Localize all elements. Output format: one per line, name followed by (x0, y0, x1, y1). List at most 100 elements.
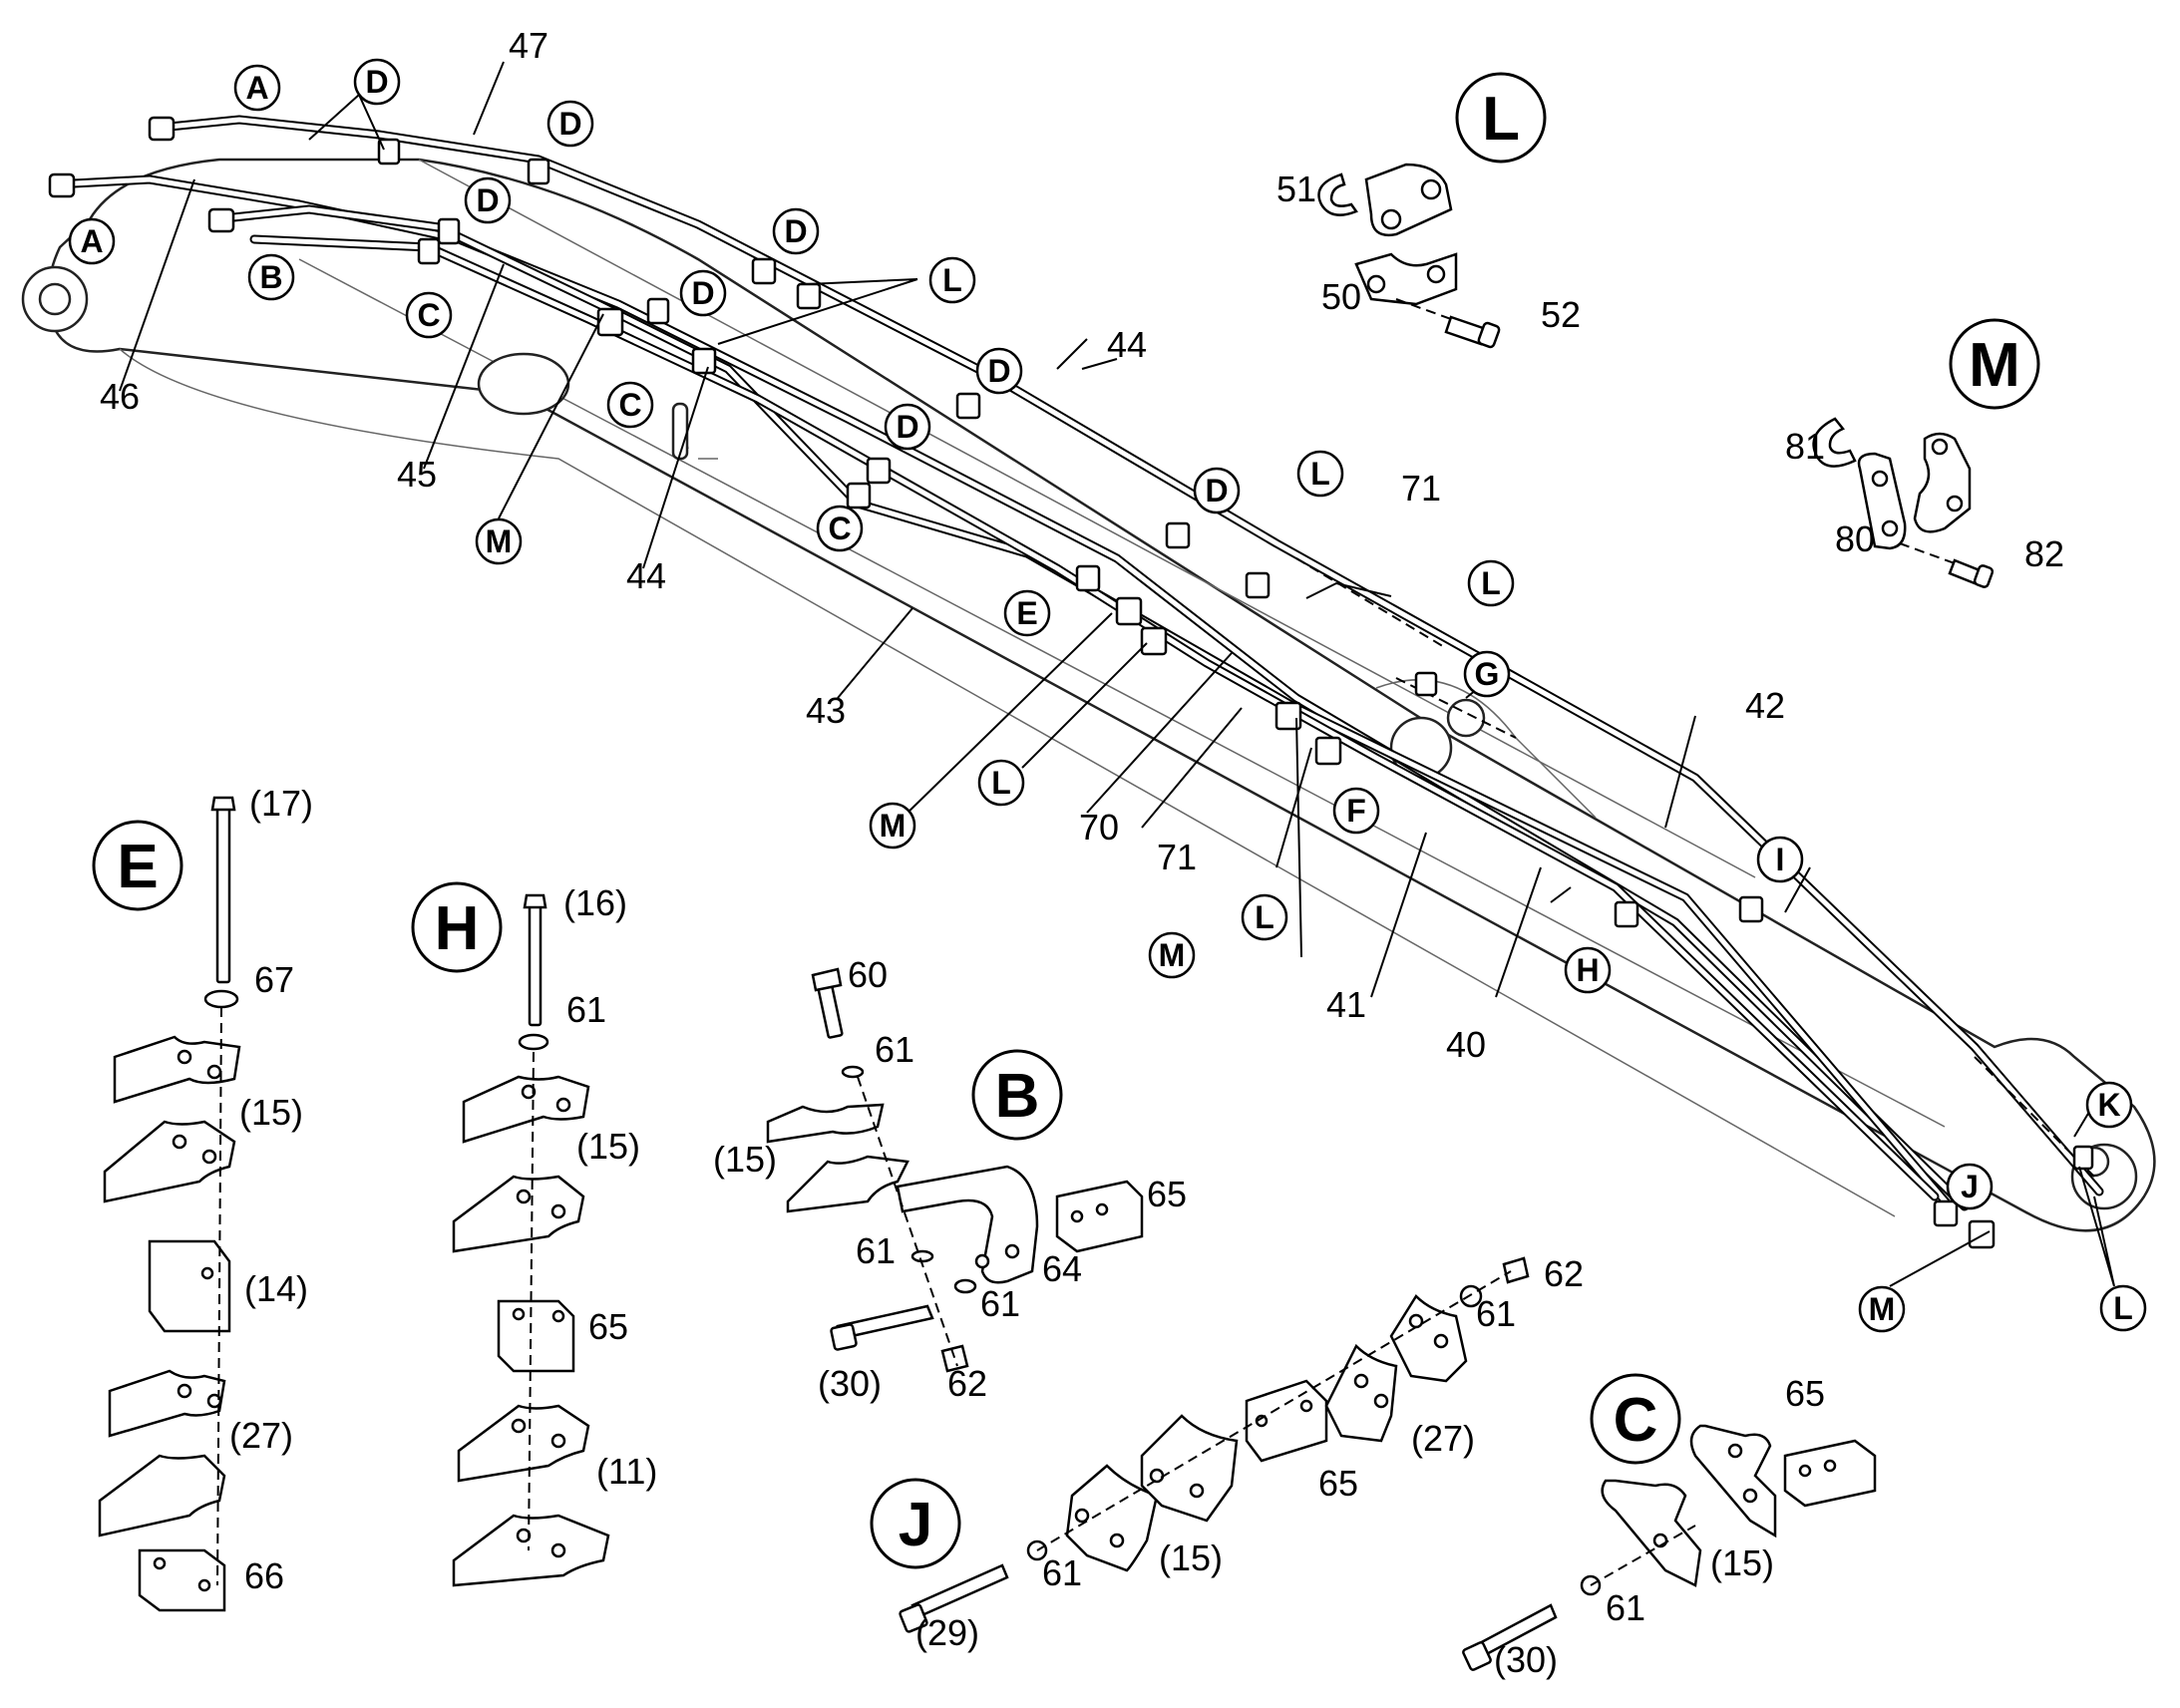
callout-letter: L (1255, 899, 1274, 935)
callout-d4: D (772, 207, 820, 255)
part-number-b60: 60 (848, 954, 888, 995)
detail-header-h: H (411, 881, 503, 973)
callout-a2: A (68, 217, 116, 265)
callout-h: H (1564, 946, 1612, 994)
part-number-h61: 61 (566, 989, 606, 1030)
callout-circle (977, 759, 1025, 807)
callout-letter: A (80, 223, 103, 259)
callout-letter: M (1869, 1291, 1896, 1327)
callout-letter: G (1475, 656, 1500, 692)
part-number-p80: 80 (1835, 518, 1875, 559)
callout-circle (1296, 450, 1344, 498)
part-number-p71b: 71 (1157, 837, 1197, 877)
callout-circle (679, 269, 727, 317)
callout-f: F (1332, 787, 1380, 835)
callout-l3: L (1467, 559, 1515, 607)
part-number-e14: (14) (244, 1268, 308, 1309)
callout-a1: A (233, 64, 281, 112)
callout-l1: L (928, 256, 976, 304)
part-number-h65: 65 (588, 1306, 628, 1347)
callout-circle (1193, 467, 1241, 514)
part-number-p47: 47 (509, 25, 548, 66)
callout-circle (233, 64, 281, 112)
callout-j: J (1946, 1163, 1994, 1210)
callout-b: B (247, 253, 295, 301)
callout-circle (1756, 836, 1804, 883)
callout-circle (816, 505, 864, 552)
part-number-p52: 52 (1541, 294, 1581, 335)
callout-letter: D (1205, 473, 1228, 509)
detail-header-circle (870, 1478, 961, 1569)
detail-header-circle (1949, 318, 2040, 410)
part-number-p44a: 44 (1107, 324, 1147, 365)
callout-d3: D (464, 176, 512, 224)
detail-header-letter: J (899, 1491, 932, 1559)
part-number-b61b: 61 (856, 1230, 896, 1271)
callout-letter: D (691, 275, 714, 311)
callout-letter: L (2113, 1290, 2133, 1326)
callout-m1: M (475, 517, 523, 565)
callout-circle (869, 802, 916, 850)
callout-letter: L (942, 262, 962, 298)
part-number-p51: 51 (1276, 169, 1316, 209)
part-number-j61b: 61 (1042, 1552, 1082, 1593)
part-number-j27: (27) (1411, 1418, 1475, 1459)
detail-header-e: E (92, 820, 183, 911)
detail-c-assembly (1462, 1424, 1877, 1671)
detail-b-assembly (766, 967, 1144, 1373)
part-number-b64: 64 (1042, 1248, 1082, 1289)
callout-letter: L (991, 765, 1011, 801)
detail-header-circle (1590, 1373, 1681, 1465)
callout-circle (405, 291, 453, 339)
pipe-fittings (48, 116, 2094, 1249)
callout-circle (772, 207, 820, 255)
detail-header-letter: C (1614, 1386, 1658, 1455)
callout-l5: L (1241, 893, 1288, 941)
callout-letter: E (1016, 595, 1037, 631)
detail-headers: L M E H B J C (92, 72, 2040, 1569)
callout-d2: D (546, 100, 594, 148)
callout-i: I (1756, 836, 1804, 883)
detail-header-m: M (1949, 318, 2040, 410)
part-number-h15: (15) (576, 1126, 640, 1167)
callout-letter: C (417, 297, 440, 333)
part-number-p81: 81 (1785, 426, 1825, 467)
callout-letter: K (2097, 1087, 2120, 1123)
callout-circle (975, 347, 1023, 395)
callout-circle (928, 256, 976, 304)
detail-header-b: B (971, 1049, 1063, 1141)
part-number-p45: 45 (397, 454, 437, 495)
part-number-e27: (27) (229, 1415, 293, 1456)
detail-e-stack (98, 796, 241, 1612)
part-number-c30: (30) (1494, 1639, 1558, 1680)
callout-circle (1858, 1285, 1906, 1333)
part-number-b61c: 61 (980, 1283, 1020, 1324)
part-number-j62: 62 (1544, 1253, 1584, 1294)
callout-letter: H (1576, 952, 1599, 988)
part-number-j61a: 61 (1476, 1293, 1516, 1334)
part-number-p50: 50 (1321, 276, 1361, 317)
callout-circle (2085, 1081, 2133, 1129)
detail-j-assembly (899, 1256, 1530, 1633)
callout-circle (1241, 893, 1288, 941)
callout-d5: D (679, 269, 727, 317)
part-number-j15: (15) (1159, 1537, 1223, 1578)
callout-circle (1564, 946, 1612, 994)
callout-letter: A (245, 70, 268, 106)
callout-m3: M (1148, 931, 1196, 979)
detail-header-letter: H (435, 894, 480, 963)
callout-m2: M (869, 802, 916, 850)
part-number-b65: 65 (1147, 1174, 1187, 1214)
callout-circle (1148, 931, 1196, 979)
callout-k: K (2085, 1081, 2133, 1129)
callout-letter: D (784, 213, 807, 249)
detail-header-c: C (1590, 1373, 1681, 1465)
callout-circle (1463, 650, 1511, 698)
callout-d7: D (884, 403, 931, 451)
part-number-e17: (17) (249, 783, 313, 824)
callout-circle (606, 381, 654, 429)
part-number-h16: (16) (563, 882, 627, 923)
callout-circle (475, 517, 523, 565)
